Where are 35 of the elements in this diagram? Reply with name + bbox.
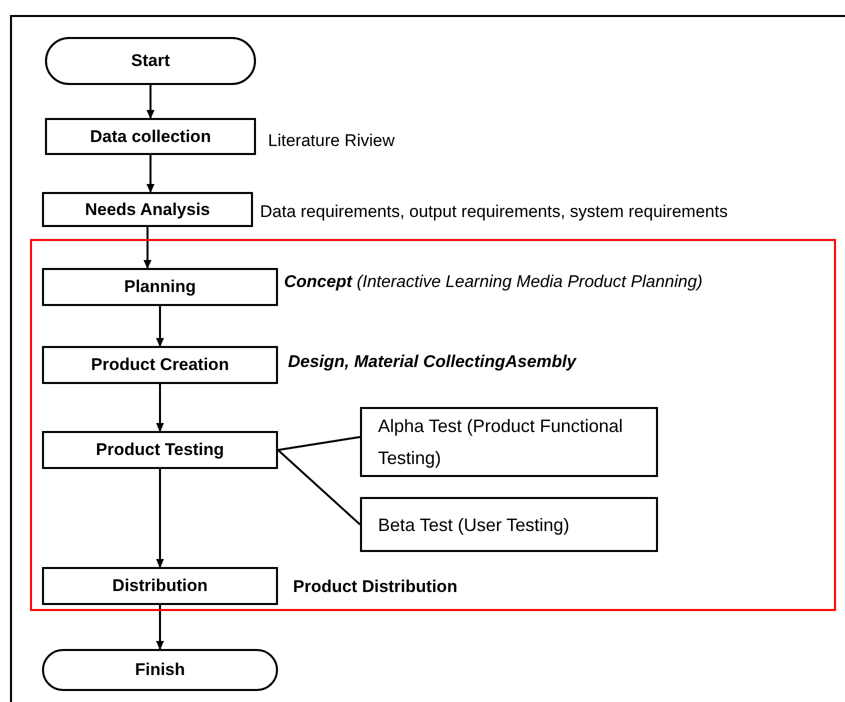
step-note: Product Distribution: [293, 576, 458, 598]
arrow: [146, 85, 154, 119]
process-box: [42, 346, 278, 384]
terminal-box: [45, 37, 256, 85]
process-box: [42, 268, 278, 306]
sub-step-box: [360, 407, 658, 477]
arrow: [146, 155, 154, 193]
step-label: Distribution: [112, 575, 208, 598]
step-label: Data collection: [90, 126, 211, 148]
step-label: Alpha Test (Product Functional Testing): [378, 415, 624, 470]
terminal-box: [42, 649, 278, 691]
step-label: Product Testing: [96, 439, 224, 462]
step-label: Planning: [124, 276, 196, 298]
arrow: [144, 227, 152, 269]
step-label: Needs Analysis: [84, 198, 210, 221]
process-box: [42, 431, 278, 469]
arrow: [156, 469, 164, 568]
phase-frame: [30, 239, 836, 611]
step-label: Start: [131, 50, 170, 72]
step-note: Design, Material CollectingAsembly: [288, 351, 578, 373]
process-box: [42, 567, 278, 605]
arrow: [156, 306, 164, 347]
step-note: Concept (Interactive Learning Media Product Planning): [284, 271, 704, 293]
sub-step-box: [360, 497, 658, 552]
step-label: Finish: [134, 659, 186, 682]
connector-line: [278, 436, 360, 451]
arrow: [156, 605, 164, 650]
process-box: [45, 118, 256, 155]
arrow: [156, 384, 164, 432]
connector-line: [277, 449, 361, 526]
step-note: Data requirements, output requirements, system requirements: [260, 201, 729, 223]
step-note: Literature Riview: [268, 130, 396, 152]
step-label: Beta Test (User Testing): [378, 514, 570, 537]
process-box: [42, 192, 253, 227]
step-label: Product Creation: [91, 354, 229, 376]
